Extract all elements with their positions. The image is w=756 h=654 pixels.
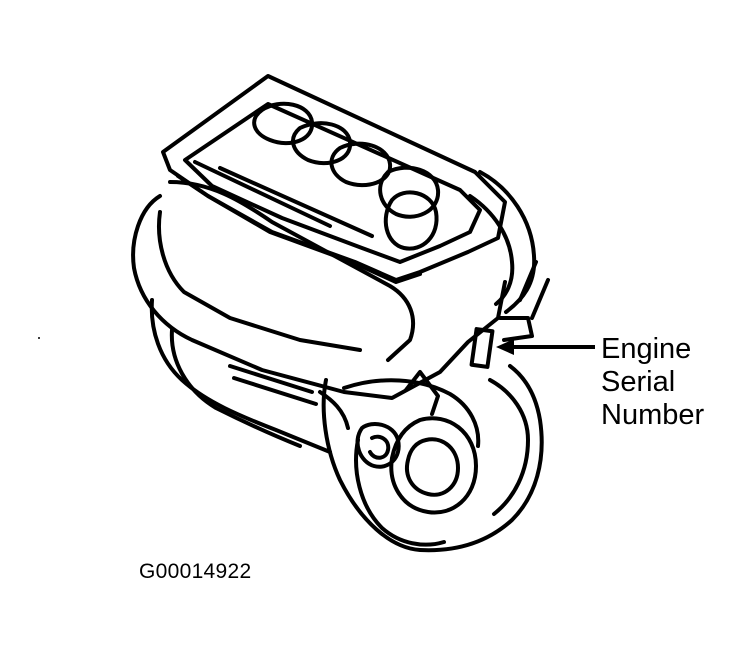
- callout-line-2: Serial: [601, 366, 676, 398]
- intake-runner-bottom: [169, 328, 302, 448]
- callout-leader: [496, 339, 595, 355]
- plug-well-3: [329, 141, 393, 188]
- harness-line-2: [232, 376, 318, 406]
- timing-detail-2: [318, 390, 350, 430]
- cover-ridge-2: [218, 166, 374, 238]
- plug-well-1: [252, 101, 315, 146]
- crank-pulley-inner: [405, 437, 460, 497]
- engine-line-drawing: [131, 74, 550, 553]
- oil-cap: [383, 190, 439, 251]
- block-outline: [321, 364, 544, 553]
- intake-tube-right-inner: [468, 194, 515, 306]
- cover-ridge-1: [193, 160, 332, 228]
- plug-well-4: [378, 165, 441, 219]
- front-bracket-inner: [368, 434, 391, 460]
- crank-pulley-outer: [389, 416, 478, 515]
- cover-front-edge: [176, 174, 422, 284]
- serial-number-plate: [469, 327, 495, 369]
- callout-line-1: Engine: [601, 333, 692, 365]
- tube-stub: [498, 316, 534, 342]
- leader-arrowhead: [496, 339, 514, 355]
- front-bracket: [355, 422, 401, 469]
- intake-runner-top: [168, 180, 416, 362]
- intake-runner-lower: [149, 298, 332, 454]
- stray-dot: [38, 337, 40, 339]
- plug-well-2: [291, 121, 353, 166]
- cam-cover-outline: [161, 74, 507, 282]
- callout-line-3: Number: [601, 399, 705, 431]
- exhaust-line-1: [518, 260, 538, 302]
- figure-id: G00014922: [139, 560, 252, 583]
- block-inner-1: [342, 378, 481, 448]
- intake-runner-outer: [131, 194, 507, 400]
- timing-detail-1: [404, 370, 440, 416]
- harness-line: [228, 364, 314, 394]
- block-front-cover: [354, 438, 446, 547]
- engine-serial-number-label: Engine Serial Number: [601, 333, 704, 432]
- block-inner-2: [488, 378, 530, 516]
- exhaust-line-2: [530, 278, 550, 320]
- intake-runner-inner: [157, 210, 362, 352]
- cam-cover-inner-rim: [183, 102, 482, 264]
